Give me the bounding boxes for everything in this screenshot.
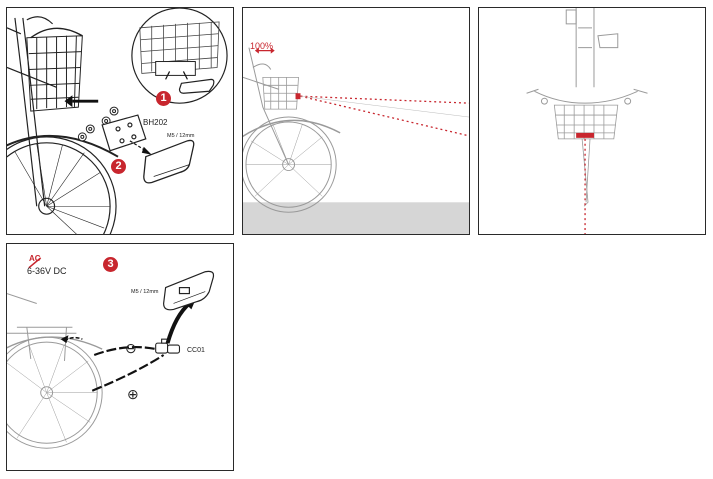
- minus-symbol: ⊖: [125, 340, 137, 356]
- side-lamp-marker: [295, 93, 301, 100]
- front-basket-drawing: [553, 104, 619, 140]
- panel-bracket-install: 1 2 BH202 M5 / 12mm: [6, 7, 234, 235]
- lamp-drawing: [143, 139, 195, 184]
- front-wheel-stack: [581, 138, 591, 207]
- panel-front-view-illustration: [526, 8, 648, 234]
- beam-percent-label: 100%: [250, 41, 274, 51]
- step-1-badge: 1: [156, 91, 171, 106]
- plus-symbol: ⊕: [127, 386, 139, 402]
- bracket-model-label: BH202: [143, 118, 168, 127]
- basket-drawing: [26, 27, 83, 112]
- step-3-badge: 3: [103, 257, 118, 272]
- side-basket-drawing: [262, 76, 299, 110]
- connector-drawing: [155, 338, 181, 354]
- front-lamp-marker: [576, 132, 594, 138]
- side-wheel-drawing: [243, 47, 341, 213]
- connect-arrow: [165, 301, 191, 344]
- screw-spec-label: M5 / 12mm: [167, 133, 195, 139]
- no-ac-label: AC: [29, 254, 41, 263]
- panel-side-beam: 100%: [242, 7, 470, 235]
- minus-cable: [93, 346, 156, 357]
- plus-cable: [91, 354, 165, 392]
- panel-bracket-install-illustration: [7, 8, 228, 234]
- front-wheel-drawing: [7, 135, 119, 234]
- detail-circle-drawing: [131, 8, 228, 104]
- panel-wiring: 3 AC 6-36V DC M5 / 12mm CC01 ⊖ ⊕: [6, 243, 234, 471]
- panel-front-view: [478, 7, 706, 235]
- wiring-screw-spec-label: M5 / 12mm: [131, 289, 159, 295]
- front-bike-drawing: [526, 8, 648, 105]
- panel-side-beam-illustration: [243, 47, 469, 234]
- connector-model-label: CC01: [187, 347, 205, 354]
- beam-lines: [300, 95, 469, 137]
- washers-drawing: [77, 106, 119, 142]
- voltage-label: 6-36V DC: [27, 266, 67, 276]
- rear-wheel-drawing: [7, 293, 103, 449]
- wiring-lamp-drawing: [163, 270, 215, 311]
- ground-band: [243, 202, 469, 234]
- panel-wiring-illustration: [7, 257, 215, 449]
- step-2-badge: 2: [111, 159, 126, 174]
- bracket-plate-drawing: [101, 114, 147, 152]
- no-ac-strike: [28, 257, 42, 269]
